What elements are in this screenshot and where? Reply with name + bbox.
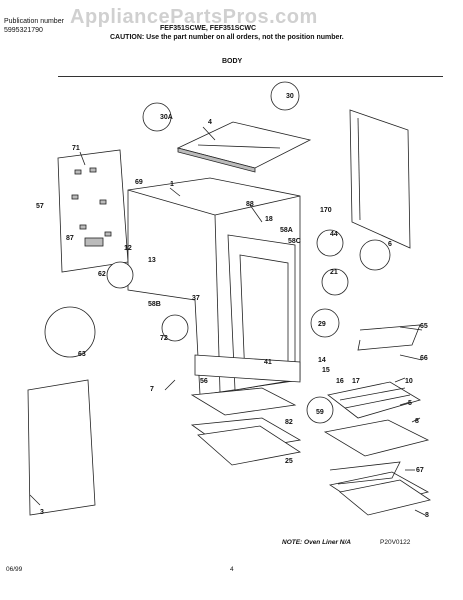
publication-label: Publication number: [4, 18, 64, 25]
leader-line: [164, 379, 176, 391]
section-title: BODY: [222, 58, 243, 65]
callout-label: 30: [286, 93, 294, 100]
leader-line: [394, 377, 406, 383]
callout-label: 170: [320, 207, 332, 214]
callout-label: 87: [66, 235, 74, 242]
leader-line: [411, 417, 421, 423]
leader-line: [399, 401, 411, 406]
detail-circle-44: [316, 229, 344, 257]
callout-label: 56: [200, 378, 208, 385]
broiler-pan-part: [339, 479, 431, 516]
leader-line: [29, 494, 41, 506]
callout-label: 30A: [160, 114, 173, 121]
callout-label: 66: [420, 355, 428, 362]
callout-label: 8: [425, 512, 429, 519]
callout-label: 58A: [280, 227, 293, 234]
callout-label: 25: [285, 458, 293, 465]
callout-label: 69: [135, 179, 143, 186]
leader-line: [249, 204, 263, 223]
callout-label: 65: [420, 323, 428, 330]
callout-label: 4: [208, 119, 212, 126]
detail-circle-29: [310, 308, 340, 338]
callout-label: 16: [336, 378, 344, 385]
footer-note: NOTE: Oven Liner N/A: [282, 539, 351, 546]
leader-line: [399, 326, 423, 331]
callout-label: 44: [330, 231, 338, 238]
callout-label: 82: [285, 419, 293, 426]
side-panel-part: [349, 109, 411, 249]
callout-label: 71: [72, 145, 80, 152]
callout-label: 29: [318, 321, 326, 328]
leader-line: [414, 509, 426, 516]
detail-circle-30: [270, 81, 300, 111]
callout-label: 58C: [288, 238, 301, 245]
detail-circle-6: [359, 239, 391, 271]
page-number: 4: [230, 566, 234, 573]
callout-label: 88: [246, 201, 254, 208]
left-panel-part: [27, 379, 96, 516]
caution-text: CAUTION: Use the part number on all orde…: [110, 34, 344, 41]
callout-label: 67: [416, 467, 424, 474]
footer-date: 06/99: [6, 566, 23, 573]
leader-line: [399, 354, 423, 361]
callout-label: 8: [415, 418, 419, 425]
callout-label: 15: [322, 367, 330, 374]
callout-label: 58B: [148, 301, 161, 308]
callout-label: 6: [388, 241, 392, 248]
callout-label: 3: [40, 509, 44, 516]
detail-circle-62-small: [106, 261, 134, 289]
publication-number: 5995321790: [4, 27, 43, 34]
callout-label: 1: [170, 181, 174, 188]
detail-circle-30a: [142, 102, 172, 132]
callout-label: 37: [192, 295, 200, 302]
leader-line: [202, 126, 216, 141]
callout-label: 72: [160, 335, 168, 342]
callout-label: 5: [408, 400, 412, 407]
figure-code: P20V0122: [380, 539, 411, 546]
detail-circle-72: [161, 314, 189, 342]
top-panel-part: [176, 121, 312, 173]
callout-label: 10: [405, 378, 413, 385]
callout-label: 13: [148, 257, 156, 264]
watermark: AppliancePartsPros.com: [70, 6, 318, 28]
bake-element-part: [329, 324, 421, 485]
header-rule: [58, 76, 443, 77]
callout-label: 62: [98, 271, 106, 278]
callout-label: 59: [316, 409, 324, 416]
callout-label: 7: [150, 386, 154, 393]
detail-circle-59: [306, 396, 334, 424]
callout-label: 18: [265, 216, 273, 223]
drawer-bottom-part: [197, 425, 302, 466]
detail-circle-21: [321, 268, 349, 296]
callout-label: 12: [124, 245, 132, 252]
back-panel-part: [57, 149, 129, 273]
callout-label: 14: [318, 357, 326, 364]
callout-label: 57: [36, 203, 44, 210]
callout-label: 17: [352, 378, 360, 385]
callout-label: 21: [330, 269, 338, 276]
detail-circle-62: [44, 306, 96, 358]
leader-line: [79, 151, 86, 166]
callout-label: 63: [78, 351, 86, 358]
oven-body-part: [127, 177, 301, 396]
leader-line: [169, 187, 181, 197]
callout-label: 41: [264, 359, 272, 366]
model-numbers: FEF351SCWE, FEF351SCWC: [160, 25, 257, 32]
